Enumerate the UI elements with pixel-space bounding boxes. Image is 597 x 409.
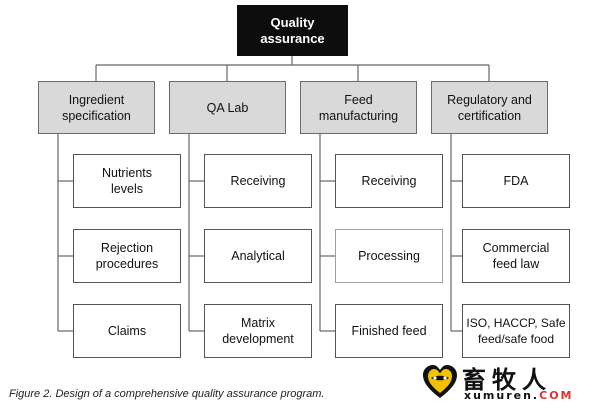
- category-ingredient-specification: Ingredient specification: [38, 81, 155, 134]
- watermark-url-main: xumuren.: [464, 389, 540, 402]
- node-processing: Processing: [335, 229, 443, 283]
- category-qa-lab: QA Lab: [169, 81, 286, 134]
- watermark-logo: 畜牧人 xumuren.COM: [420, 360, 595, 408]
- category-feed-manufacturing: Feed manufacturing: [300, 81, 417, 134]
- root-node-quality-assurance: Quality assurance: [237, 5, 348, 56]
- watermark-url-accent: COM: [539, 389, 574, 402]
- heart-emblem-icon: [423, 365, 457, 398]
- node-commercial-feed-law: Commercial feed law: [462, 229, 570, 283]
- node-fda: FDA: [462, 154, 570, 208]
- node-lab-receiving: Receiving: [204, 154, 312, 208]
- category-regulatory-certification: Regulatory and certification: [431, 81, 548, 134]
- node-nutrients-levels: Nutrients levels: [73, 154, 181, 208]
- figure-caption: Figure 2. Design of a comprehensive qual…: [9, 388, 325, 400]
- node-iso-haccp-safe-feed: ISO, HACCP, Safe feed/safe food: [462, 304, 570, 358]
- node-feed-receiving: Receiving: [335, 154, 443, 208]
- watermark-url: xumuren.COM: [464, 389, 574, 402]
- node-matrix-development: Matrix development: [204, 304, 312, 358]
- node-finished-feed: Finished feed: [335, 304, 443, 358]
- node-claims: Claims: [73, 304, 181, 358]
- node-rejection-procedures: Rejection procedures: [73, 229, 181, 283]
- node-analytical: Analytical: [204, 229, 312, 283]
- watermark-chinese-text: 畜牧人: [462, 365, 552, 394]
